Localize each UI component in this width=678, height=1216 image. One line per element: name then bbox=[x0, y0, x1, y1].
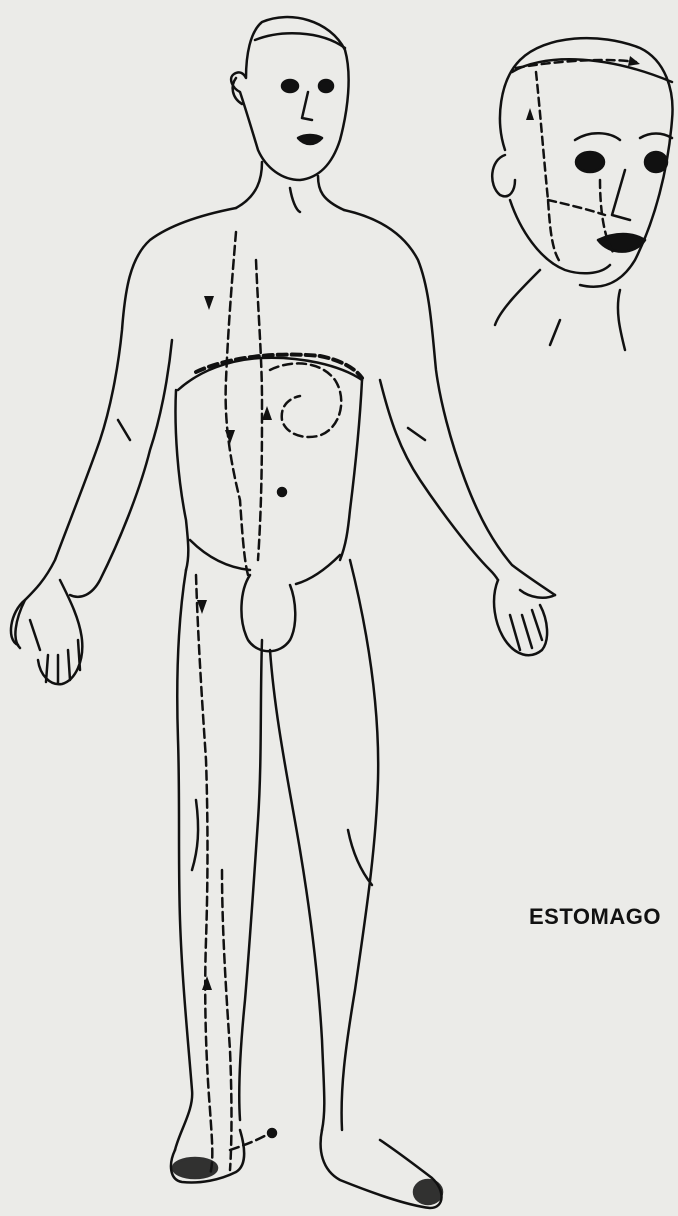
right-eye bbox=[282, 80, 298, 92]
stomach-meridian-path bbox=[196, 232, 362, 1175]
mouth bbox=[298, 135, 322, 144]
meridian-thigh bbox=[196, 575, 212, 1175]
detail-ear bbox=[492, 155, 515, 196]
arrow-abdomen-up bbox=[262, 406, 272, 420]
detail-mouth bbox=[598, 234, 645, 252]
neck bbox=[236, 162, 344, 210]
throat bbox=[290, 188, 300, 212]
torso-left bbox=[11, 208, 236, 645]
meridian-label: ESTOMAGO bbox=[529, 904, 661, 930]
knee-left bbox=[192, 800, 198, 870]
right-toes bbox=[414, 1180, 442, 1204]
detail-nose bbox=[612, 170, 630, 220]
detail-brow bbox=[575, 133, 672, 140]
navel bbox=[278, 488, 286, 496]
nose bbox=[302, 92, 312, 120]
groin-left bbox=[190, 540, 250, 570]
arrow-abdomen-down bbox=[225, 430, 235, 444]
elbow-crease-right bbox=[408, 428, 425, 440]
arrow-shin-up bbox=[202, 976, 212, 990]
left-arm-inner bbox=[70, 340, 172, 597]
left-leg-outer bbox=[175, 570, 192, 1150]
left-leg-inner bbox=[239, 640, 262, 1120]
right-arm-inner bbox=[380, 380, 498, 580]
waist-right bbox=[340, 380, 362, 560]
detail-neck bbox=[495, 270, 625, 350]
right-leg-inner bbox=[270, 650, 324, 1130]
meridian-shin bbox=[222, 870, 232, 1170]
meridian-abdomen bbox=[256, 260, 262, 560]
head-detail bbox=[492, 38, 672, 350]
detail-arrow-up bbox=[526, 108, 534, 120]
detail-back-head bbox=[500, 60, 520, 150]
meridian-point-foot bbox=[268, 1129, 276, 1137]
meridian-chest bbox=[226, 232, 248, 575]
body-figure bbox=[11, 17, 555, 1208]
meridian-foot-branch bbox=[230, 1133, 270, 1150]
detail-arrow-top bbox=[628, 56, 640, 66]
hairline bbox=[255, 33, 345, 48]
genitals bbox=[241, 575, 295, 651]
right-leg-outer bbox=[342, 560, 379, 1130]
meridian-stomach-loop bbox=[270, 363, 341, 437]
detail-jaw bbox=[510, 200, 610, 273]
right-hand bbox=[494, 580, 555, 655]
left-eye bbox=[319, 80, 333, 92]
arrow-chest-down bbox=[204, 296, 214, 310]
elbow-crease-left bbox=[118, 420, 130, 440]
waist-left bbox=[175, 390, 188, 570]
chest-line bbox=[178, 358, 362, 390]
detail-eye-right bbox=[576, 152, 604, 172]
groin-right bbox=[296, 555, 340, 584]
detail-eye-left bbox=[645, 152, 667, 172]
torso-right bbox=[344, 210, 555, 595]
knee-right bbox=[348, 830, 372, 885]
